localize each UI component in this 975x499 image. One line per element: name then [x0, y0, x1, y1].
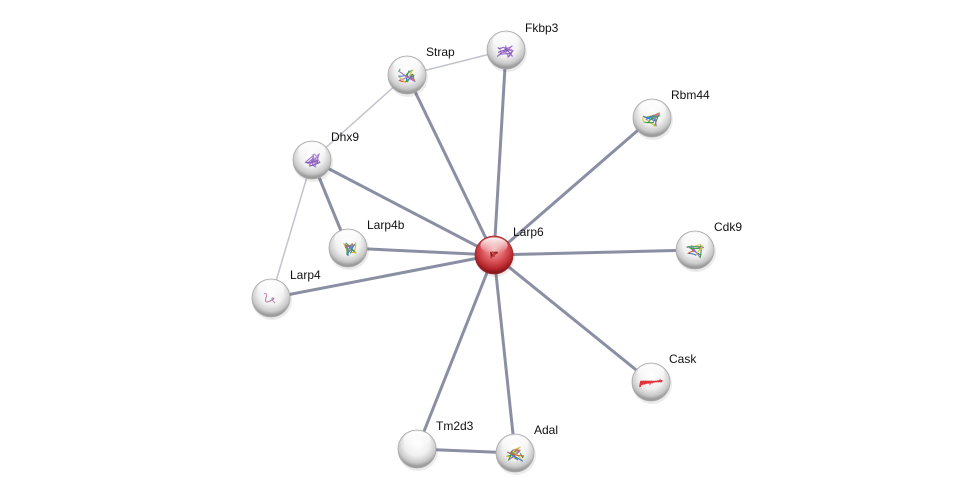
- node-label-adal[interactable]: Adal: [534, 423, 558, 437]
- node-larp4[interactable]: Larp4: [251, 268, 321, 320]
- node-label-larp4b[interactable]: Larp4b: [367, 218, 405, 232]
- gloss-highlight: [403, 431, 431, 448]
- gloss-highlight: [257, 280, 285, 297]
- gloss-highlight: [393, 57, 421, 74]
- node-dhx9[interactable]: Dhx9: [292, 130, 359, 182]
- node-adal[interactable]: Adal: [495, 423, 558, 475]
- gloss-highlight: [501, 435, 529, 452]
- gloss-highlight: [638, 100, 666, 117]
- node-label-tm2d3[interactable]: Tm2d3: [436, 419, 474, 433]
- node-larp6[interactable]: Larp6: [474, 225, 544, 277]
- gloss-highlight: [480, 237, 508, 254]
- node-strap[interactable]: Strap: [387, 45, 455, 97]
- edge-larp6-strap[interactable]: [405, 73, 496, 257]
- node-label-cdk9[interactable]: Cdk9: [714, 220, 742, 234]
- node-label-larp4[interactable]: Larp4: [290, 268, 321, 282]
- node-label-dhx9[interactable]: Dhx9: [331, 130, 359, 144]
- edge-strap-dhx9[interactable]: [311, 74, 408, 161]
- gloss-highlight: [334, 230, 362, 247]
- node-label-strap[interactable]: Strap: [426, 45, 455, 59]
- node-cask[interactable]: Cask: [631, 352, 697, 404]
- edge-larp6-dhx9[interactable]: [310, 158, 496, 257]
- node-larp4b[interactable]: Larp4b: [328, 218, 405, 270]
- node-label-fkbp3[interactable]: Fkbp3: [525, 21, 559, 35]
- node-cdk9[interactable]: Cdk9: [675, 220, 742, 272]
- node-label-rbm44[interactable]: Rbm44: [671, 88, 710, 102]
- protein-structure-icon: [639, 378, 663, 388]
- edge-larp6-cdk9[interactable]: [492, 248, 697, 257]
- edge-larp6-tm2d3[interactable]: [415, 253, 496, 451]
- node-tm2d3[interactable]: Tm2d3: [397, 419, 474, 471]
- protein-structure-icon: [398, 68, 416, 83]
- edge-larp6-adal[interactable]: [492, 253, 517, 455]
- gloss-highlight: [492, 32, 520, 49]
- edge-dhx9-larp4[interactable]: [270, 159, 313, 299]
- gloss-highlight: [298, 142, 326, 159]
- edge-larp6-larp4[interactable]: [269, 253, 496, 300]
- node-fkbp3[interactable]: Fkbp3: [486, 21, 559, 72]
- edge-larp6-fkbp3[interactable]: [492, 48, 508, 257]
- node-rbm44[interactable]: Rbm44: [632, 88, 710, 140]
- node-label-cask[interactable]: Cask: [669, 352, 697, 366]
- edge-larp6-larp4b[interactable]: [346, 246, 496, 257]
- node-label-larp6[interactable]: Larp6: [513, 225, 544, 239]
- gloss-highlight: [637, 364, 665, 381]
- edge-larp6-rbm44[interactable]: [492, 116, 654, 257]
- edge-larp6-cask[interactable]: [492, 253, 653, 384]
- gloss-highlight: [681, 232, 709, 249]
